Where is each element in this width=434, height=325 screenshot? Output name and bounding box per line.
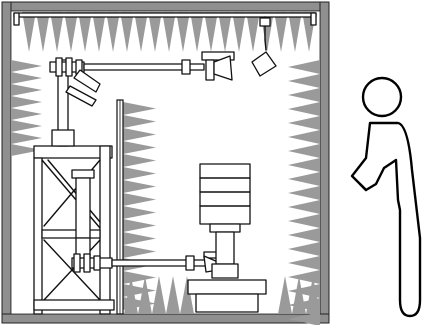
left-absorber-cone (11, 120, 42, 132)
left-absorber-cone (11, 60, 42, 72)
ceiling-absorber-cone (218, 11, 232, 52)
right-absorber-cone (288, 200, 320, 214)
horn-antenna-icon (213, 55, 233, 81)
right-absorber-cone (288, 88, 320, 102)
ceiling-wall (1, 1, 330, 12)
ceiling-absorber-cone (176, 11, 190, 52)
divider-absorber-cone (123, 115, 156, 128)
floor-absorber-cone (306, 276, 320, 314)
right-absorber-cone (288, 144, 320, 158)
ceiling-absorber-cone (120, 11, 134, 52)
ceiling-absorber-cone (106, 11, 120, 52)
divider-absorber-cone (123, 245, 156, 258)
right-absorber-cone (288, 270, 320, 284)
inner-divider (116, 99, 124, 315)
ceiling-absorber-cone (190, 11, 204, 52)
left-absorber-cone (11, 84, 42, 96)
floor-wall (1, 313, 330, 324)
spotlight-icon (251, 16, 277, 77)
divider-absorber-cone (123, 102, 156, 115)
right-absorber-cone (288, 214, 320, 228)
divider-absorber-cone (123, 206, 156, 219)
ceiling-absorber-cone (36, 11, 50, 52)
divider-absorber-cone (123, 141, 156, 154)
ceiling-absorber-cone (92, 11, 106, 52)
floor-absorber-cone (152, 276, 166, 314)
upper-arm (49, 51, 235, 107)
left-absorber-cone (11, 144, 42, 156)
divider-absorber-cone (123, 219, 156, 232)
left-absorber-cone (11, 108, 42, 120)
divider-absorber-cone (123, 232, 156, 245)
left-absorber-cone (11, 96, 42, 108)
right-absorber-cone (288, 256, 320, 270)
ceiling-rail (13, 12, 317, 26)
floor-absorber-cone (166, 276, 180, 314)
ceiling-absorber-cone (274, 11, 288, 52)
floor-absorber-cone (278, 276, 292, 314)
ceiling-absorber-cone (148, 11, 162, 52)
right-absorber-cone (288, 242, 320, 256)
right-wall (319, 1, 330, 324)
right-absorber-cone (288, 186, 320, 200)
ceiling-absorber-cone (232, 11, 246, 52)
right-absorber-cone (288, 228, 320, 242)
right-absorber-cone (288, 130, 320, 144)
ceiling-absorber-cone (134, 11, 148, 52)
ceiling-absorber-cone (50, 11, 64, 52)
ceiling-absorber-cone (64, 11, 78, 52)
person-icon (350, 76, 422, 318)
divider-absorber-cone (123, 193, 156, 206)
right-absorber-cone (288, 312, 320, 325)
right-absorber-cone (288, 158, 320, 172)
floor-absorber-cone (292, 276, 306, 314)
right-absorber-cone (288, 116, 320, 130)
floor-absorber-cone (124, 276, 138, 314)
ceiling-absorber-cone (162, 11, 176, 52)
right-absorber-cone (288, 172, 320, 186)
divider-absorber-cone (123, 180, 156, 193)
ceiling-absorber-cone (204, 11, 218, 52)
floor-absorber-cone (180, 276, 194, 314)
left-absorber-cone (11, 132, 42, 144)
ceiling-absorber-cone (288, 11, 302, 52)
chamber-walls (1, 1, 330, 324)
divider-absorber-cone (123, 167, 156, 180)
ceiling-absorber-cone (78, 11, 92, 52)
divider-absorber-cone (123, 128, 156, 141)
positioner-tower (33, 59, 115, 315)
device-stack (187, 163, 267, 313)
ceiling-absorber-cone (22, 11, 36, 52)
right-absorber-cone (288, 102, 320, 116)
left-wall (1, 1, 12, 324)
left-absorber-cone (11, 72, 42, 84)
right-absorber-cone (288, 60, 320, 74)
floor-absorber-cone (138, 276, 152, 314)
divider-absorber-cone (123, 154, 156, 167)
right-absorber-cone (288, 74, 320, 88)
ceiling-absorber-cone (246, 11, 260, 52)
